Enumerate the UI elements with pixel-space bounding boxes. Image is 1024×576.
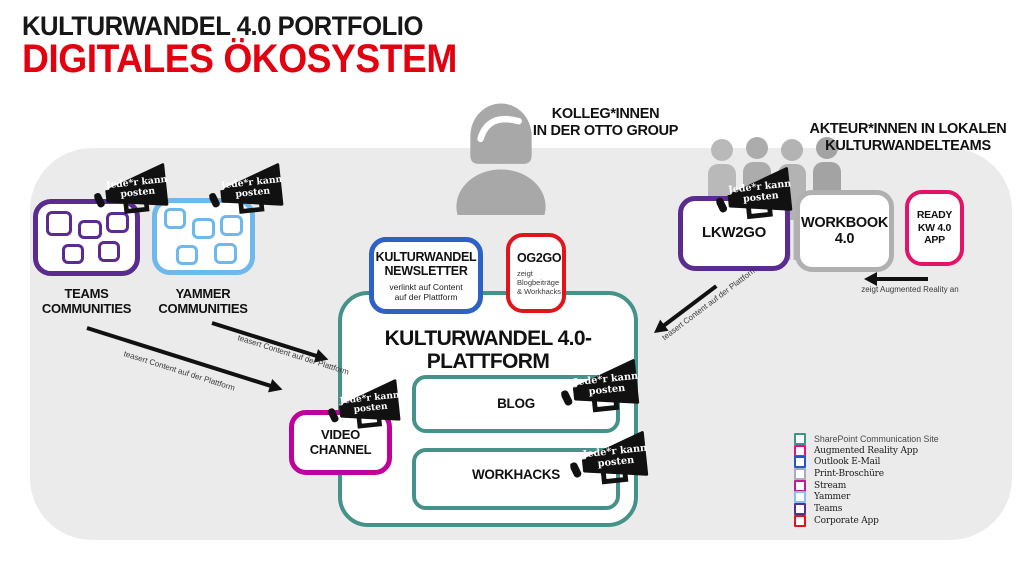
workhacks-label: WORKHACKS <box>471 467 561 483</box>
legend-item: Augmented Reality App <box>794 444 939 457</box>
augmented-reality-note: zeigt Augmented Reality an <box>861 285 959 294</box>
teams-communities-label: TEAMS COMMUNITIES <box>41 286 132 316</box>
megaphone-icon-video: Jede*r kann posten <box>327 379 404 433</box>
legend-label: SharePoint Communication Site <box>814 433 939 444</box>
workbook-box: WORKBOOK 4.0 <box>795 190 894 272</box>
legend-swatch-icon <box>794 467 806 480</box>
lkw2go-label: LKW2GO <box>701 224 767 242</box>
legend-item: Print-Broschüre <box>794 467 939 480</box>
legend-item: SharePoint Communication Site <box>794 432 939 445</box>
legend-label: Teams <box>814 503 843 514</box>
platform-title: KULTURWANDEL 4.0- PLATTFORM <box>384 327 592 373</box>
svg-text:posten: posten <box>120 185 156 200</box>
legend-item: Corporate App <box>794 514 939 527</box>
teams-communities-box <box>33 199 140 276</box>
legend-label: Corporate App <box>814 515 879 526</box>
newsletter-box: KULTURWANDEL NEWSLETTER verlinkt auf Con… <box>369 237 483 314</box>
svg-text:posten: posten <box>597 455 635 470</box>
megaphone-icon-yammer: Jede*r kann posten <box>208 163 287 218</box>
yammer-communities-box <box>152 198 255 275</box>
legend-swatch-icon <box>794 479 806 492</box>
legend-item: Teams <box>794 502 939 515</box>
og2go-subtitle: zeigt Blogbeiträge & Workhacks <box>517 268 562 296</box>
legend-item: Outlook E-Mail <box>794 456 939 469</box>
arrow-ready-to-workbook <box>864 272 928 286</box>
legend-swatch-icon <box>794 491 806 504</box>
legend-label: Yammer <box>814 492 851 503</box>
svg-text:posten: posten <box>353 402 388 416</box>
blog-label: BLOG <box>497 396 535 412</box>
otto-group-caption: KOLLEG*INNEN IN DER OTTO GROUP <box>532 106 679 139</box>
ready-kw-app-box: READY KW 4.0 APP <box>905 190 964 266</box>
legend-item: Stream <box>794 479 939 492</box>
local-teams-caption: AKTEUR*INNEN IN LOKALEN KULTURWANDELTEAM… <box>809 121 1007 154</box>
og2go-label: OG2GO <box>517 250 562 265</box>
megaphone-icon-blog: Jede*r kann posten <box>560 359 643 417</box>
legend-swatch-icon <box>794 514 806 527</box>
og2go-box: OG2GO zeigt Blogbeiträge & Workhacks <box>506 233 566 313</box>
legend-label: Augmented Reality App <box>814 445 918 456</box>
legend-label: Stream <box>814 480 847 491</box>
yammer-communities-label: YAMMER COMMUNITIES <box>158 286 248 316</box>
legend-swatch-icon <box>794 432 806 445</box>
svg-text:posten: posten <box>743 190 780 205</box>
megaphone-icon-lkw2go: Jede*r kann posten <box>715 167 796 223</box>
legend-swatch-icon <box>794 502 806 515</box>
svg-text:posten: posten <box>235 185 271 200</box>
svg-text:posten: posten <box>588 383 626 398</box>
legend-label: Print-Broschüre <box>814 468 884 479</box>
legend-swatch-icon <box>794 456 806 469</box>
megaphone-icon-teams: Jede*r kann posten <box>93 163 172 218</box>
legend-item: Yammer <box>794 491 939 504</box>
megaphone-icon-workhacks: Jede*r kann posten <box>569 431 652 489</box>
newsletter-subtitle: verlinkt auf Content auf der Plattform <box>389 281 463 302</box>
legend-swatch-icon <box>794 444 806 457</box>
page-title: DIGITALES ÖKOSYSTEM <box>22 37 457 81</box>
page-kicker: KULTURWANDEL 4.0 PORTFOLIO <box>22 11 423 41</box>
legend-label: Outlook E-Mail <box>814 457 881 468</box>
kulturwandel-platform-box: KULTURWANDEL 4.0- PLATTFORM BLOG WORKHAC… <box>338 291 638 527</box>
